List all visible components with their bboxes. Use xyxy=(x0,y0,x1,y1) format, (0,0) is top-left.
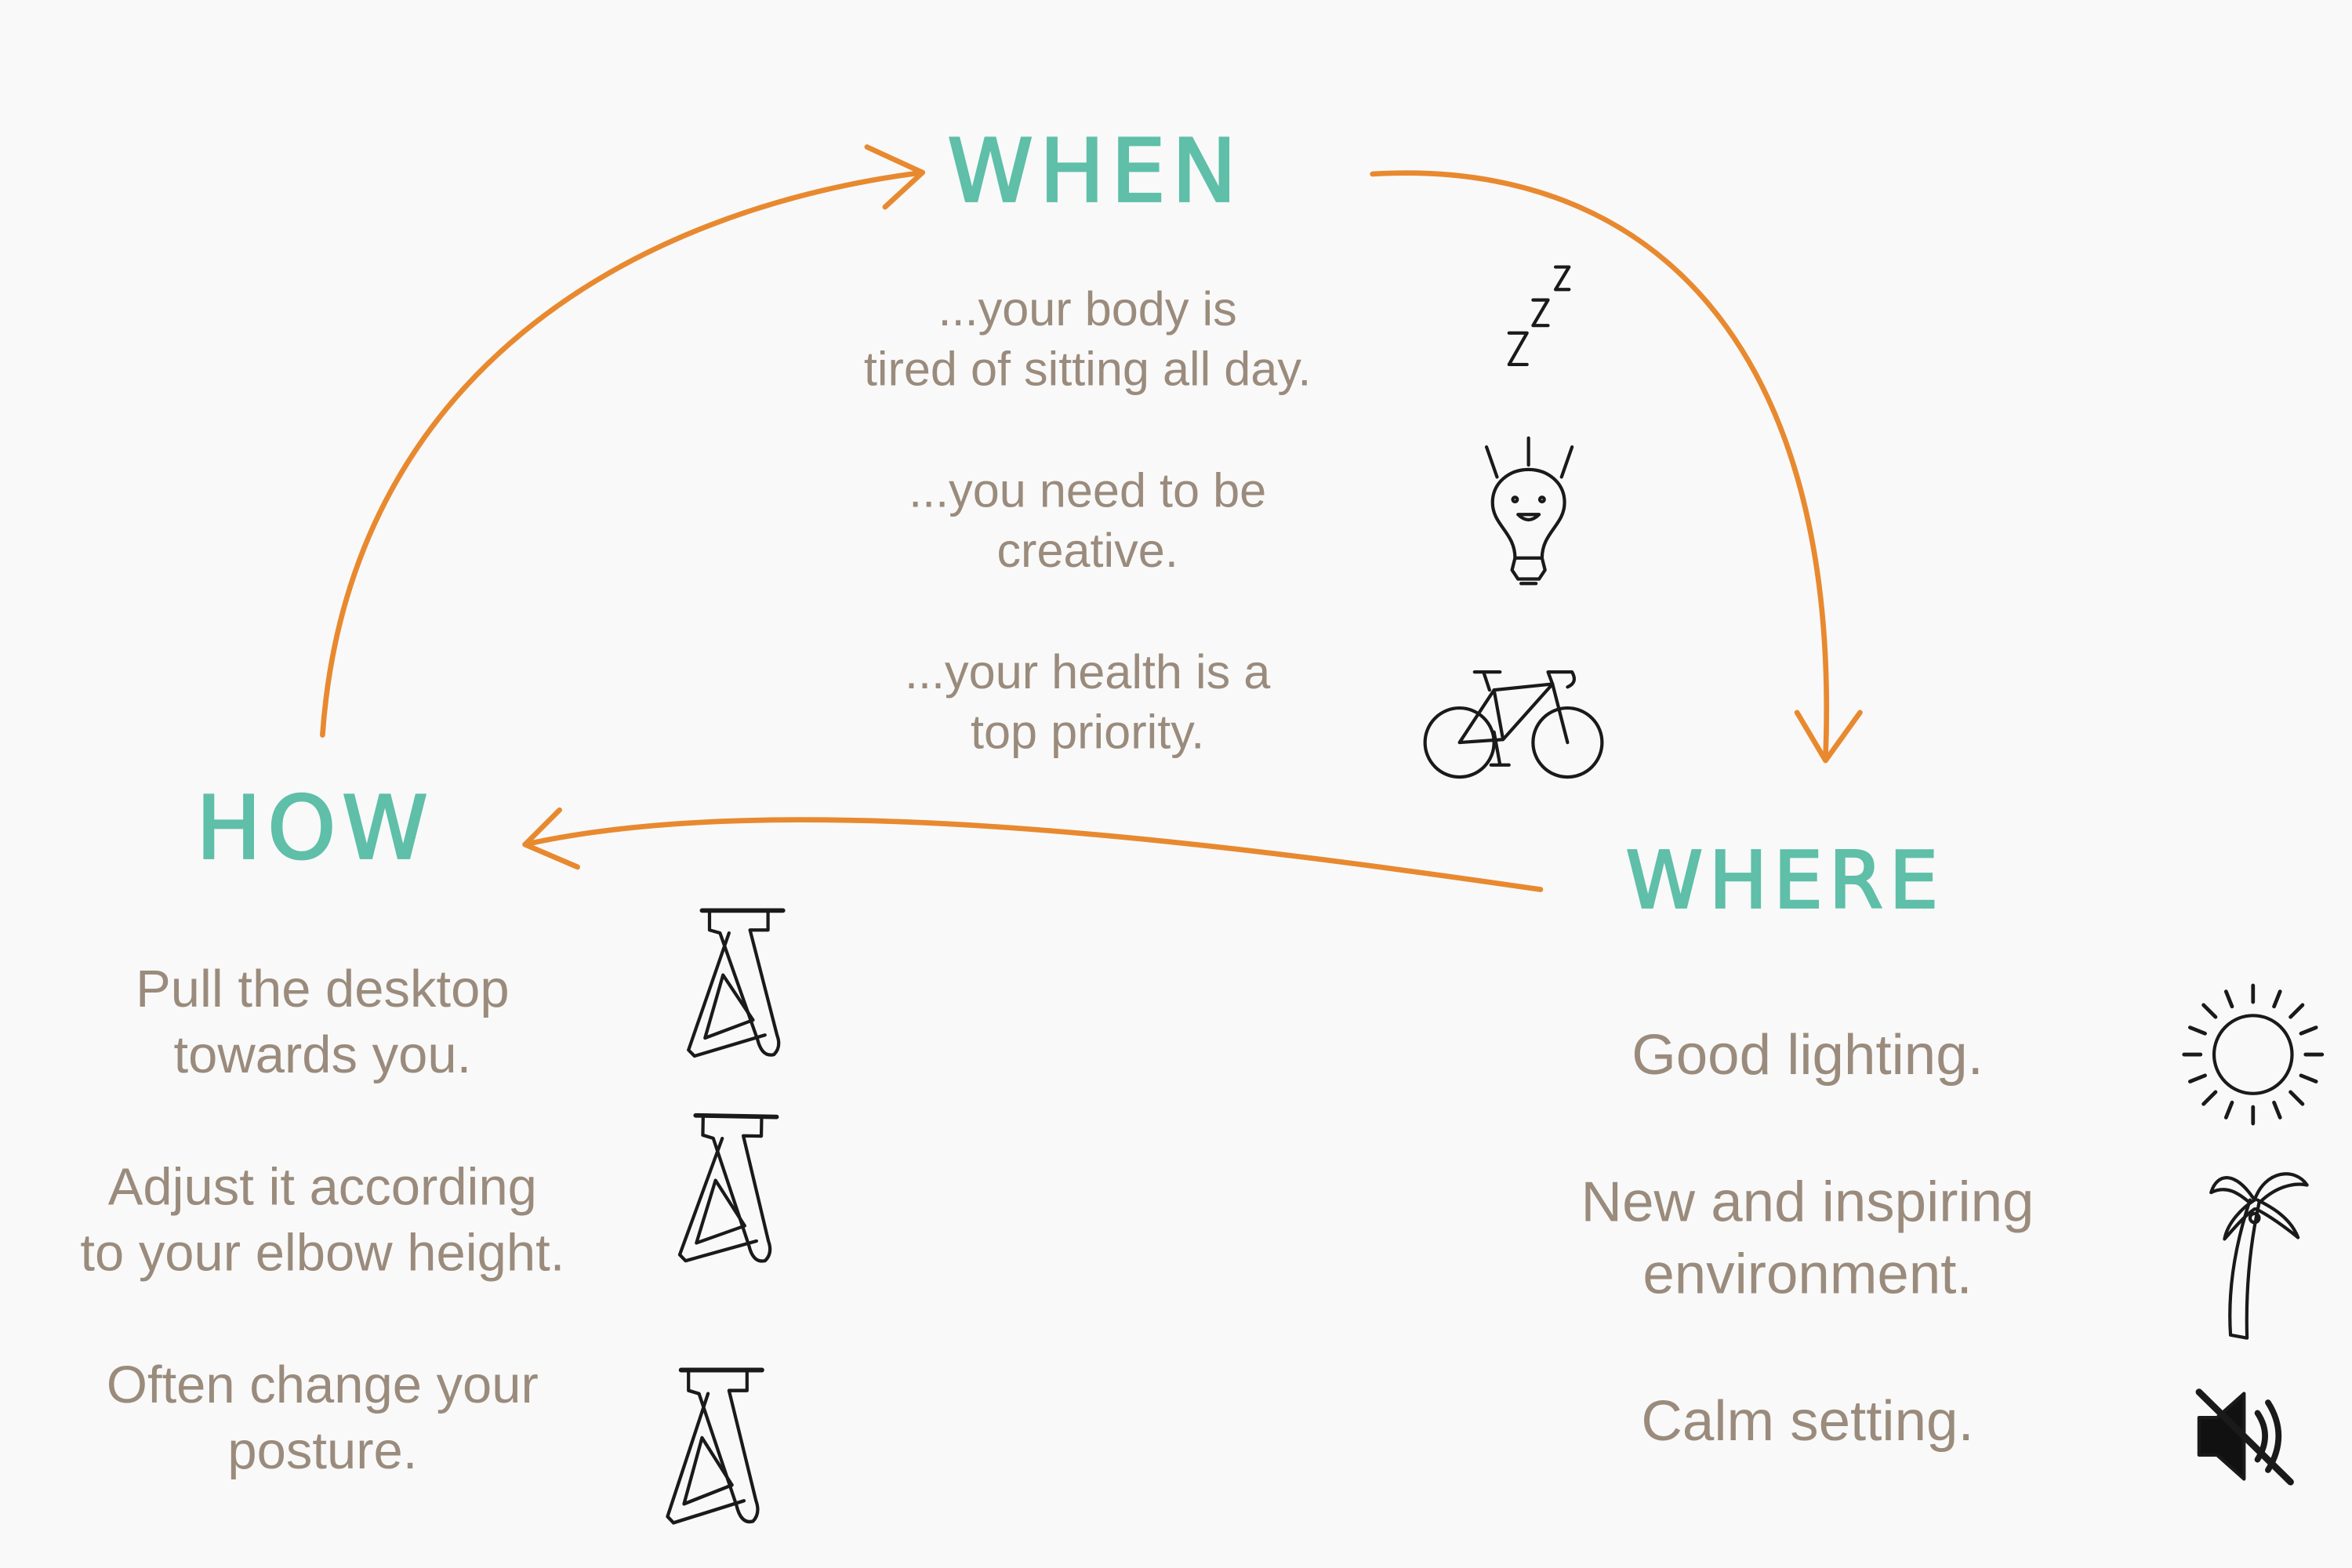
how-item: Pull the desktop towards you. xyxy=(8,957,638,1089)
when-item-line: ...you need to be xyxy=(909,463,1267,518)
when-item: ...your health is a top priority. xyxy=(772,642,1403,762)
standing-desk-icon xyxy=(677,1112,779,1263)
how-item: Often change your posture. xyxy=(8,1353,638,1485)
how-item: Adjust it according to your elbow height… xyxy=(8,1155,638,1287)
when-item: ...you need to be creative. xyxy=(772,460,1403,580)
how-heading: HOW xyxy=(195,776,434,880)
standing-desk-icon xyxy=(687,908,786,1058)
where-item-line: Good lighting. xyxy=(1632,1024,1984,1088)
arrow-how-to-when xyxy=(320,144,926,738)
lightbulb-icon xyxy=(1484,436,1574,586)
when-item-line: top priority. xyxy=(970,705,1205,760)
how-item-line: posture. xyxy=(227,1421,418,1481)
where-heading: WHERE xyxy=(1624,836,1944,928)
arrow-where-to-how xyxy=(522,807,1544,892)
standing-desk-icon xyxy=(666,1367,764,1525)
where-item-line: New and inspiring xyxy=(1581,1171,2034,1235)
palm-tree-icon xyxy=(2209,1172,2309,1340)
when-item-line: ...your health is a xyxy=(905,644,1271,699)
when-heading: WHEN xyxy=(946,119,1243,223)
where-item-line: Calm setting. xyxy=(1641,1390,1974,1454)
arrow-when-to-where xyxy=(1370,170,1863,764)
how-item-line: Pull the desktop xyxy=(136,960,510,1019)
where-item-line: environment. xyxy=(1642,1243,1973,1307)
how-item-line: Often change your xyxy=(106,1356,539,1415)
when-item-line: ...your body is xyxy=(938,281,1237,336)
where-item: Good lighting. xyxy=(1478,1020,2138,1092)
bicycle-icon xyxy=(1423,670,1604,779)
when-item-line: tired of sitting all day. xyxy=(863,342,1312,397)
how-item-line: Adjust it according xyxy=(107,1158,537,1217)
how-item-line: to your elbow height. xyxy=(80,1224,565,1283)
when-item: ...your body is tired of sitting all day… xyxy=(772,279,1403,399)
when-item-line: creative. xyxy=(996,523,1178,578)
how-item-line: towards you. xyxy=(173,1025,472,1085)
where-item: New and inspiring environment. xyxy=(1478,1167,2138,1312)
mute-speaker-icon xyxy=(2195,1388,2294,1486)
sleep-zzz-icon xyxy=(1507,265,1571,367)
sun-icon xyxy=(2182,983,2325,1126)
where-item: Calm setting. xyxy=(1478,1386,2138,1458)
